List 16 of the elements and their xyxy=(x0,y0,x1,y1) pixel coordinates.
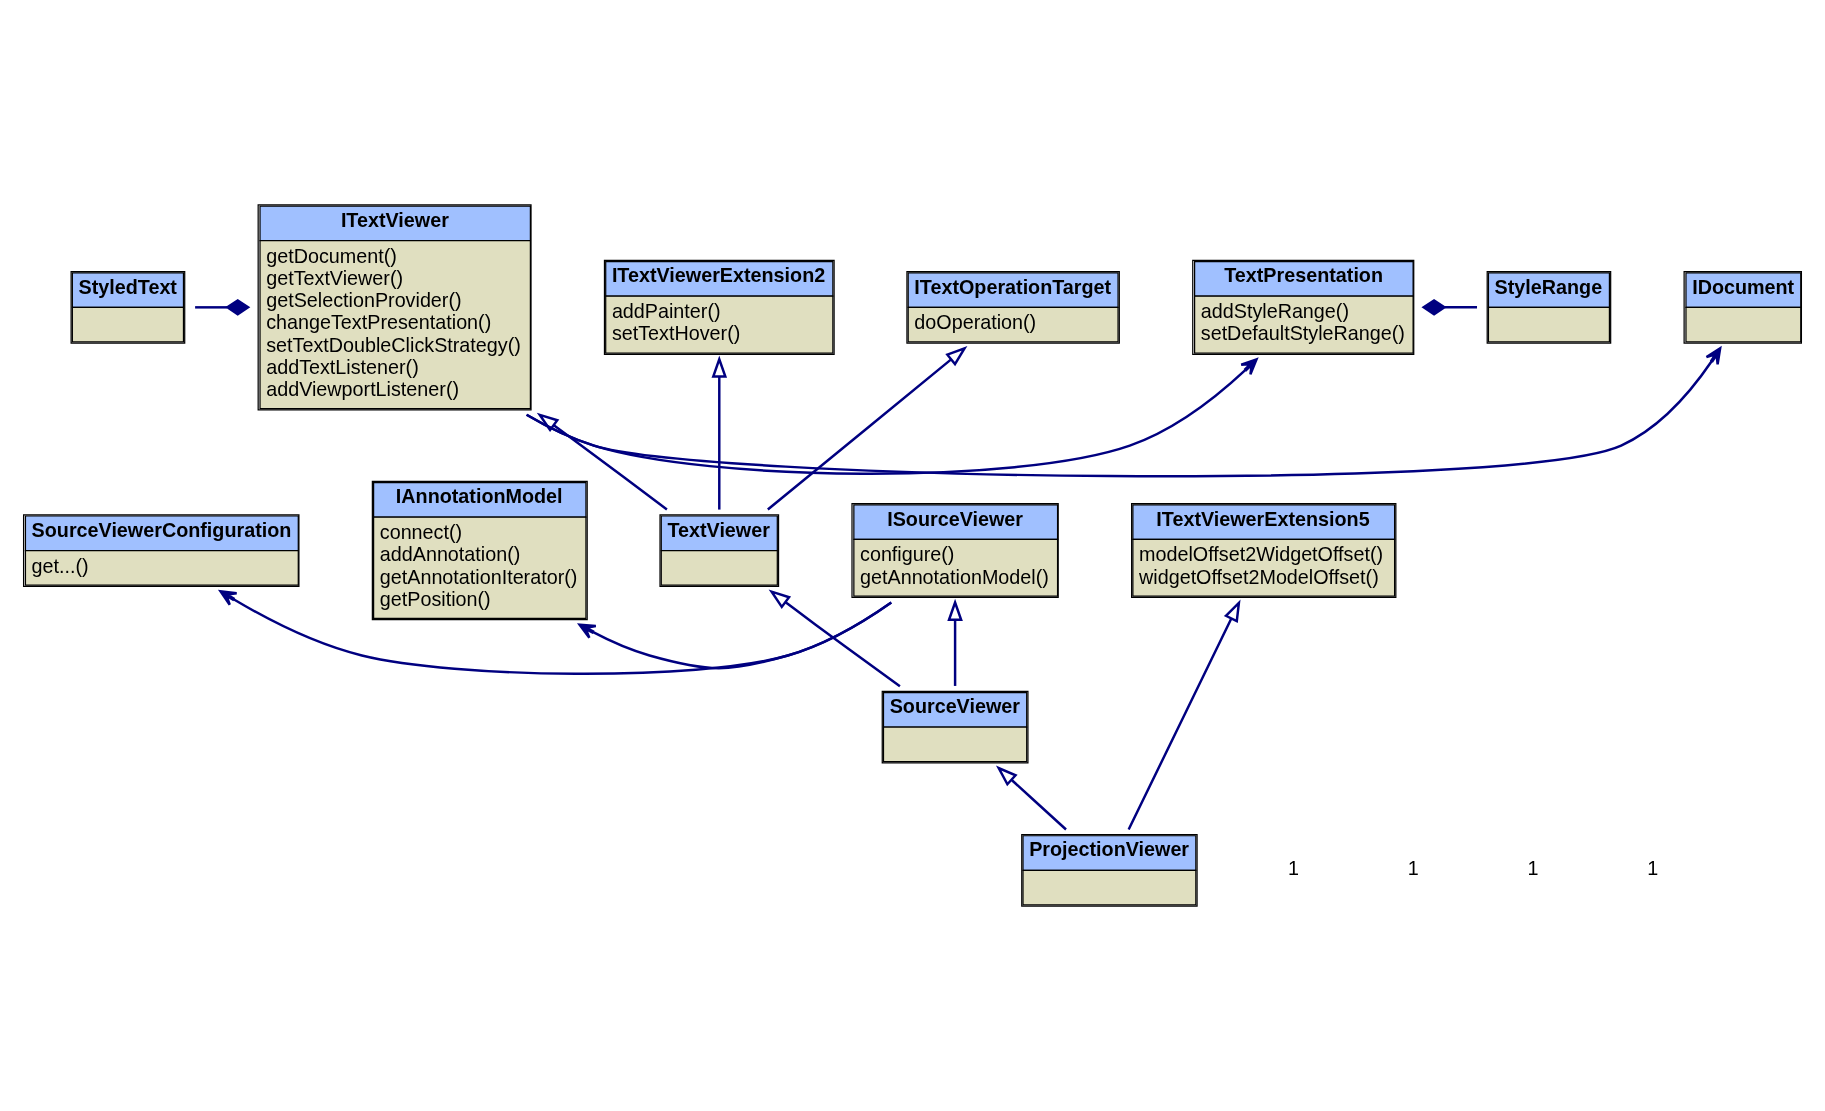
arrow xyxy=(711,355,728,510)
arrow xyxy=(578,601,892,670)
arrow xyxy=(767,346,968,511)
arrow xyxy=(947,598,963,686)
arrow xyxy=(536,412,668,511)
arrow xyxy=(1127,599,1241,831)
arrow xyxy=(995,765,1067,831)
arrow xyxy=(526,347,1722,478)
connector xyxy=(1421,298,1477,316)
label: 1 xyxy=(1287,857,1299,880)
label: 1 xyxy=(1407,857,1419,880)
label: 1 xyxy=(1647,857,1659,880)
arrow xyxy=(768,589,901,688)
connector xyxy=(195,298,251,316)
arrow xyxy=(219,590,892,675)
label: 1 xyxy=(1527,857,1539,880)
